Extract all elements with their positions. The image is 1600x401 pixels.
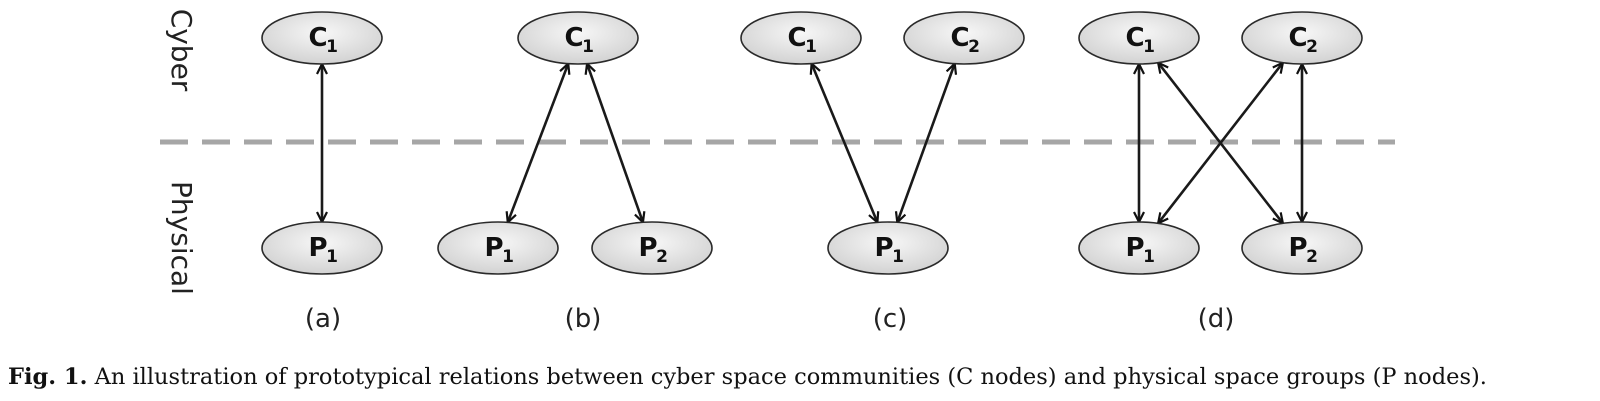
cyber-side-label: Cyber (165, 9, 198, 92)
physical-side-label: Physical (165, 181, 198, 295)
edge-c2-p1-panel-4 (1158, 63, 1283, 224)
node-c2-panel-3: C2 (903, 11, 1025, 65)
node-subscript: 2 (1306, 247, 1318, 267)
node-subscript: 1 (1143, 247, 1155, 267)
panel-label-4: (d) (1198, 304, 1235, 334)
node-p1-panel-1: P1 (261, 221, 383, 275)
node-subscript: 1 (326, 247, 338, 267)
caption-text: An illustration of prototypical relation… (94, 364, 1487, 390)
node-label: P (308, 233, 327, 263)
node-p1-panel-2: P1 (437, 221, 559, 275)
edge-c1-p1-panel-2 (508, 64, 568, 223)
node-subscript: 1 (892, 247, 904, 267)
node-c1-panel-4: C1 (1078, 11, 1200, 65)
node-ellipse (1241, 11, 1363, 65)
panel-labels-layer: (a) (b) (c) (d) (305, 304, 1235, 334)
node-ellipse (261, 221, 383, 275)
node-subscript: 1 (1143, 37, 1155, 57)
node-subscript: 1 (582, 37, 594, 57)
node-label: C (950, 23, 969, 53)
node-ellipse (517, 11, 639, 65)
node-c1-panel-2: C1 (517, 11, 639, 65)
node-c1-panel-3: C1 (740, 11, 862, 65)
node-ellipse (437, 221, 559, 275)
node-subscript: 1 (326, 37, 338, 57)
node-p2-panel-4: P2 (1241, 221, 1363, 275)
node-label: P (1288, 233, 1307, 263)
node-c2-panel-4: C2 (1241, 11, 1363, 65)
node-subscript: 1 (805, 37, 817, 57)
panel-label-3: (c) (873, 304, 908, 334)
figure-label: Fig. 1. (8, 364, 88, 390)
node-ellipse (1241, 221, 1363, 275)
node-subscript: 1 (502, 247, 514, 267)
node-label: P (484, 233, 503, 263)
node-p1-panel-3: P1 (827, 221, 949, 275)
node-subscript: 2 (1306, 37, 1318, 57)
node-label: C (308, 23, 327, 53)
node-ellipse (261, 11, 383, 65)
node-label: P (874, 233, 893, 263)
panel-label-1: (a) (305, 304, 341, 334)
edge-c2-p1-panel-3 (897, 64, 954, 223)
node-p2-panel-2: P2 (591, 221, 713, 275)
node-ellipse (591, 221, 713, 275)
node-ellipse (740, 11, 862, 65)
figure-caption: Fig. 1. An illustration of prototypical … (8, 364, 1598, 390)
edges-layer (322, 63, 1302, 224)
node-ellipse (1078, 11, 1200, 65)
node-subscript: 2 (968, 37, 980, 57)
node-label: C (1125, 23, 1144, 53)
panel-label-2: (b) (565, 304, 602, 334)
node-ellipse (1078, 221, 1200, 275)
node-label: C (564, 23, 583, 53)
node-subscript: 2 (656, 247, 668, 267)
node-ellipse (903, 11, 1025, 65)
node-p1-panel-4: P1 (1078, 221, 1200, 275)
node-label: P (1125, 233, 1144, 263)
node-label: C (787, 23, 806, 53)
node-label: P (638, 233, 657, 263)
node-label: C (1288, 23, 1307, 53)
node-ellipse (827, 221, 949, 275)
edge-c1-p2-panel-2 (587, 64, 643, 223)
edge-c1-p1-panel-3 (812, 64, 878, 223)
node-c1-panel-1: C1 (261, 11, 383, 65)
